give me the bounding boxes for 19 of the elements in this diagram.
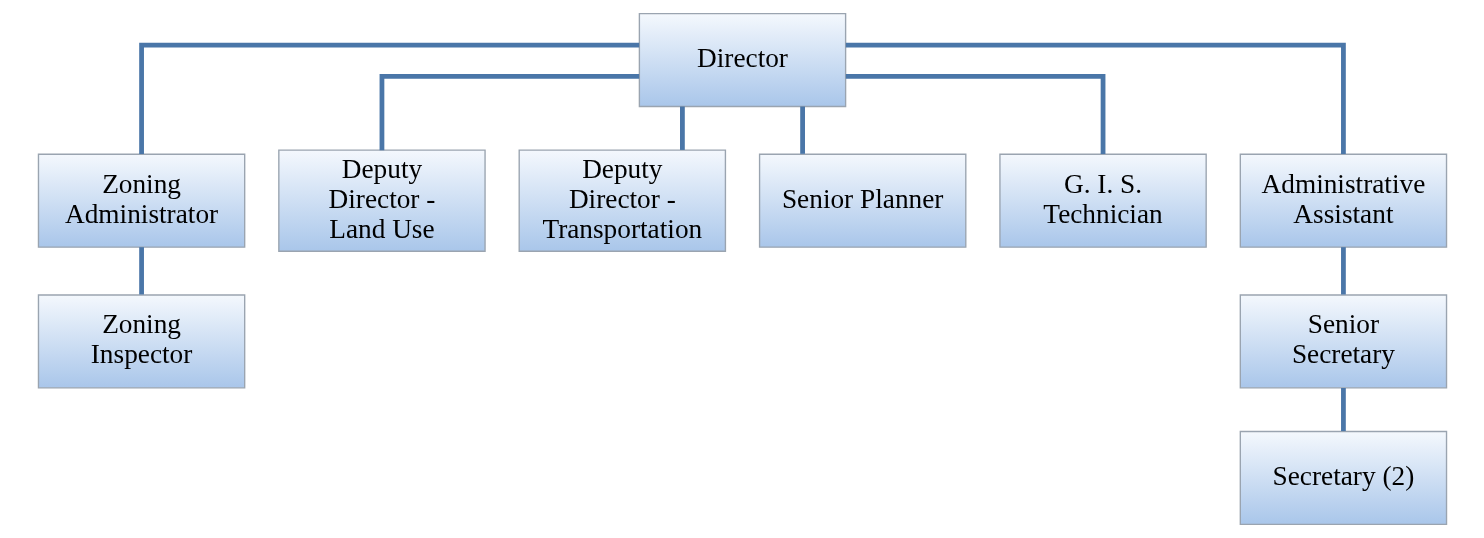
node-box: Senior Planner <box>758 153 966 248</box>
connector <box>379 74 639 151</box>
node-box: Deputy Director - Transportation <box>518 149 726 252</box>
node-box: Zoning Administrator <box>37 153 245 248</box>
node-box: G. I. S. Technician <box>998 153 1207 248</box>
connector <box>679 106 685 150</box>
connector <box>138 42 639 154</box>
connector <box>1340 388 1346 432</box>
connector <box>799 106 805 154</box>
connector <box>845 74 1105 155</box>
node-box: Secretary (2) <box>1239 430 1447 526</box>
node-box: Administrative Assistant <box>1239 153 1447 248</box>
node-box: Zoning Inspector <box>37 294 245 389</box>
node-box: Director <box>638 12 846 108</box>
node-box: Deputy Director - Land Use <box>277 149 486 252</box>
node-box: Senior Secretary <box>1239 294 1447 389</box>
connector <box>1340 247 1346 295</box>
connector <box>138 247 144 295</box>
connector <box>845 42 1346 154</box>
